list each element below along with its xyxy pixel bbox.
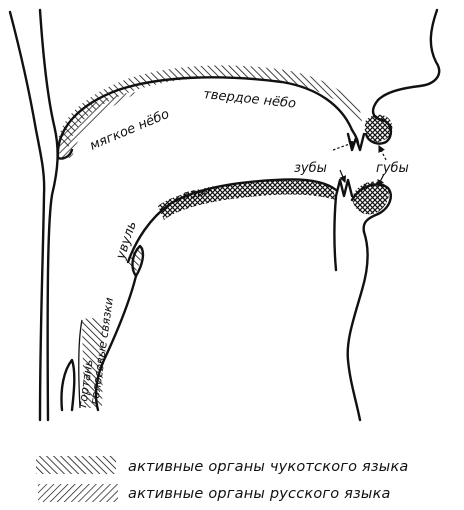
label-hard-palate: твердое нёбо bbox=[203, 87, 297, 112]
label-lips: губы bbox=[376, 161, 409, 176]
upper-face-profile bbox=[348, 10, 439, 150]
legend-russian-text: активные органы русского языка bbox=[128, 486, 391, 502]
legend: активные органы чукотского языка активны… bbox=[36, 456, 408, 502]
legend-swatch-chukchi bbox=[36, 456, 116, 474]
lower-teeth bbox=[336, 180, 352, 196]
arrow-lips-up bbox=[379, 146, 386, 160]
lower-face-profile bbox=[335, 180, 391, 420]
legend-chukchi-text: активные органы чукотского языка bbox=[128, 459, 408, 475]
pharynx-wall bbox=[10, 10, 58, 420]
legend-swatch-russian bbox=[38, 484, 118, 502]
label-teeth: зубы bbox=[294, 161, 327, 176]
tongue bbox=[128, 179, 336, 262]
